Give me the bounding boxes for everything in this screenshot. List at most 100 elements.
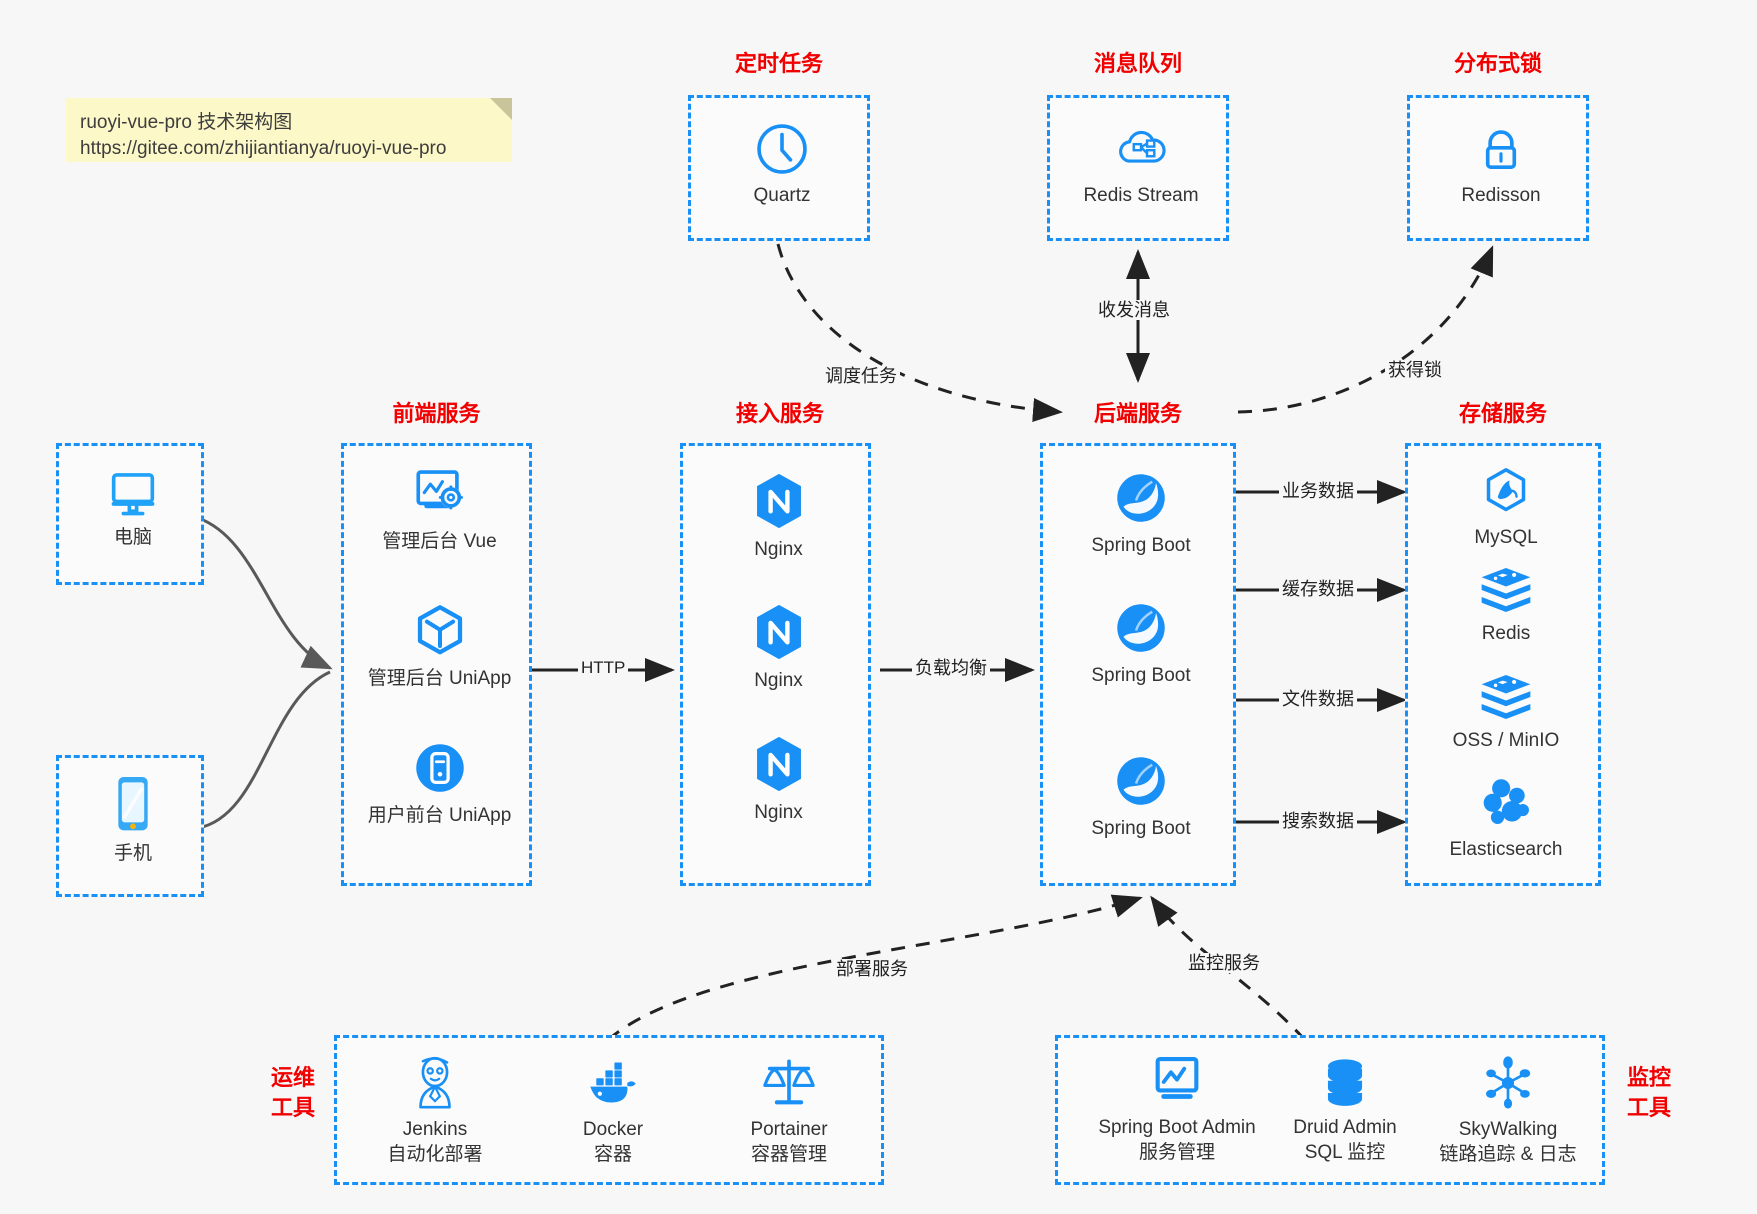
lock-icon [1485, 130, 1517, 169]
section-title-ops-tools: 运维 工具 [262, 1063, 324, 1123]
docker-whale-icon [590, 1062, 636, 1103]
smartphone-icon [118, 777, 148, 831]
node-label: Spring Boot [1091, 818, 1191, 839]
edge-label-search-data: 搜索数据 [1279, 811, 1357, 831]
node-sublabel: 链路追踪 & 日志 [1439, 1144, 1577, 1165]
nginx-icon [756, 473, 801, 529]
cloud-stream-icon [1119, 130, 1166, 163]
section-title-frontend-service: 前端服务 [392, 401, 481, 426]
database-stack-icon [1327, 1059, 1363, 1106]
portainer-scales-icon [763, 1059, 815, 1105]
note-fold-corner [490, 98, 512, 120]
node-label: 电脑 [113, 527, 152, 548]
monitor-title-line1: 监控 [1626, 1065, 1671, 1090]
node-spring-boot-admin[interactable]: Spring Boot Admin 服务管理 [1068, 1054, 1286, 1166]
edge-label-cache-data: 缓存数据 [1279, 579, 1357, 599]
section-title-scheduled-task: 定时任务 [734, 51, 823, 76]
edge-label-business-data: 业务数据 [1279, 481, 1357, 501]
edge-label-load-balance: 负载均衡 [912, 658, 990, 678]
node-redisson[interactable]: Redisson [1410, 120, 1592, 208]
box-scheduled-task[interactable]: Quartz [688, 95, 870, 241]
node-oss-minio[interactable]: OSS / MinIO [1408, 671, 1604, 753]
edge-label-schedule-task: 调度任务 [822, 366, 900, 386]
node-mobile[interactable]: 手机 [59, 774, 207, 866]
edge-mobile-to-frontend [197, 670, 331, 830]
node-user-uniapp[interactable]: 用户前台 UniApp [344, 738, 535, 828]
node-redis[interactable]: Redis [1408, 564, 1604, 646]
node-label: 手机 [113, 843, 152, 864]
jenkins-butler-icon [419, 1056, 451, 1109]
box-client-mobile[interactable]: 手机 [56, 755, 204, 897]
node-nginx-2[interactable]: Nginx [683, 601, 874, 693]
edge-pc-to-frontend [197, 516, 333, 670]
edge-quartz-to-backend [776, 243, 1063, 422]
node-label: Nginx [754, 802, 803, 823]
elasticsearch-icon [1483, 779, 1529, 824]
node-label: Docker [582, 1119, 644, 1140]
spring-leaf-icon [1117, 604, 1165, 652]
node-sublabel: SQL 监控 [1304, 1142, 1386, 1163]
node-label: Spring Boot [1091, 535, 1191, 556]
desktop-monitor-icon [111, 473, 155, 516]
edge-label-send-receive-message: 收发消息 [1095, 300, 1173, 320]
mysql-dolphin-icon [1486, 468, 1526, 512]
section-title-storage-service: 存储服务 [1458, 401, 1547, 426]
node-spring-boot-1[interactable]: Spring Boot [1043, 468, 1239, 558]
cube-icon [417, 605, 462, 655]
node-label: 管理后台 Vue [382, 531, 497, 552]
node-admin-vue[interactable]: 管理后台 Vue [344, 466, 535, 554]
node-label: Portainer [750, 1119, 828, 1140]
ops-title-line2: 工具 [270, 1095, 315, 1120]
node-label: Nginx [754, 539, 803, 560]
node-mysql[interactable]: MySQL [1408, 464, 1604, 550]
section-title-monitor-tools: 监控 工具 [1618, 1063, 1680, 1123]
minio-stack-icon [1481, 674, 1531, 720]
box-ops-tools[interactable]: Jenkins 自动化部署 Docker 容器 [334, 1035, 884, 1185]
box-client-pc[interactable]: 电脑 [56, 443, 204, 585]
ops-title-line1: 运维 [270, 1065, 315, 1090]
node-label: MySQL [1474, 527, 1538, 548]
node-nginx-3[interactable]: Nginx [683, 733, 874, 825]
edge-label-monitor-service: 监控服务 [1185, 953, 1263, 973]
box-monitor-tools[interactable]: Spring Boot Admin 服务管理 Druid Admin SQL 监… [1055, 1035, 1605, 1185]
box-storage-service[interactable]: MySQL Redis OSS / MinIO [1405, 443, 1601, 886]
spring-leaf-icon [1117, 474, 1165, 522]
node-label: SkyWalking [1458, 1119, 1558, 1140]
node-label: Jenkins [402, 1119, 468, 1140]
node-nginx-1[interactable]: Nginx [683, 470, 874, 562]
node-portainer[interactable]: Portainer 容器管理 [709, 1054, 869, 1168]
node-jenkins[interactable]: Jenkins 自动化部署 [355, 1054, 515, 1168]
node-elasticsearch[interactable]: Elasticsearch [1408, 776, 1604, 862]
node-sublabel: 服务管理 [1138, 1142, 1215, 1163]
node-label: Redisson [1461, 185, 1541, 206]
mobile-circle-icon [415, 744, 464, 792]
node-label: Quartz [753, 185, 811, 206]
node-druid-admin[interactable]: Druid Admin SQL 监控 [1256, 1054, 1434, 1166]
node-spring-boot-2[interactable]: Spring Boot [1043, 598, 1239, 688]
monitor-title-line2: 工具 [1626, 1095, 1671, 1120]
node-redis-stream[interactable]: Redis Stream [1050, 120, 1232, 208]
node-label: Nginx [754, 670, 803, 691]
node-admin-uniapp[interactable]: 管理后台 UniApp [344, 601, 535, 691]
box-backend-service[interactable]: Spring Boot Spring Boot Spring Boot [1040, 443, 1236, 886]
monitor-chart-icon [1155, 1056, 1199, 1099]
section-title-backend-service: 后端服务 [1093, 401, 1182, 426]
node-docker[interactable]: Docker 容器 [533, 1054, 693, 1168]
node-label: Elasticsearch [1449, 839, 1563, 860]
dashboard-settings-icon [415, 470, 463, 510]
box-access-service[interactable]: Nginx Nginx Nginx [680, 443, 871, 886]
node-label: 用户前台 UniApp [367, 805, 512, 826]
redis-stack-icon [1481, 567, 1531, 613]
node-sublabel: 自动化部署 [387, 1144, 483, 1165]
node-pc[interactable]: 电脑 [59, 466, 207, 550]
node-label: 管理后台 UniApp [367, 668, 512, 689]
section-title-message-queue: 消息队列 [1093, 51, 1182, 76]
box-distributed-lock[interactable]: Redisson [1407, 95, 1589, 241]
edge-label-deploy-service: 部署服务 [833, 959, 911, 979]
node-quartz[interactable]: Quartz [691, 120, 873, 208]
node-spring-boot-3[interactable]: Spring Boot [1043, 751, 1239, 841]
edge-label-file-data: 文件数据 [1279, 689, 1357, 709]
box-message-queue[interactable]: Redis Stream [1047, 95, 1229, 241]
node-skywalking[interactable]: SkyWalking 链路追踪 & 日志 [1414, 1054, 1602, 1168]
box-frontend-service[interactable]: 管理后台 Vue 管理后台 UniApp 用户前台 UniApp [341, 443, 532, 886]
